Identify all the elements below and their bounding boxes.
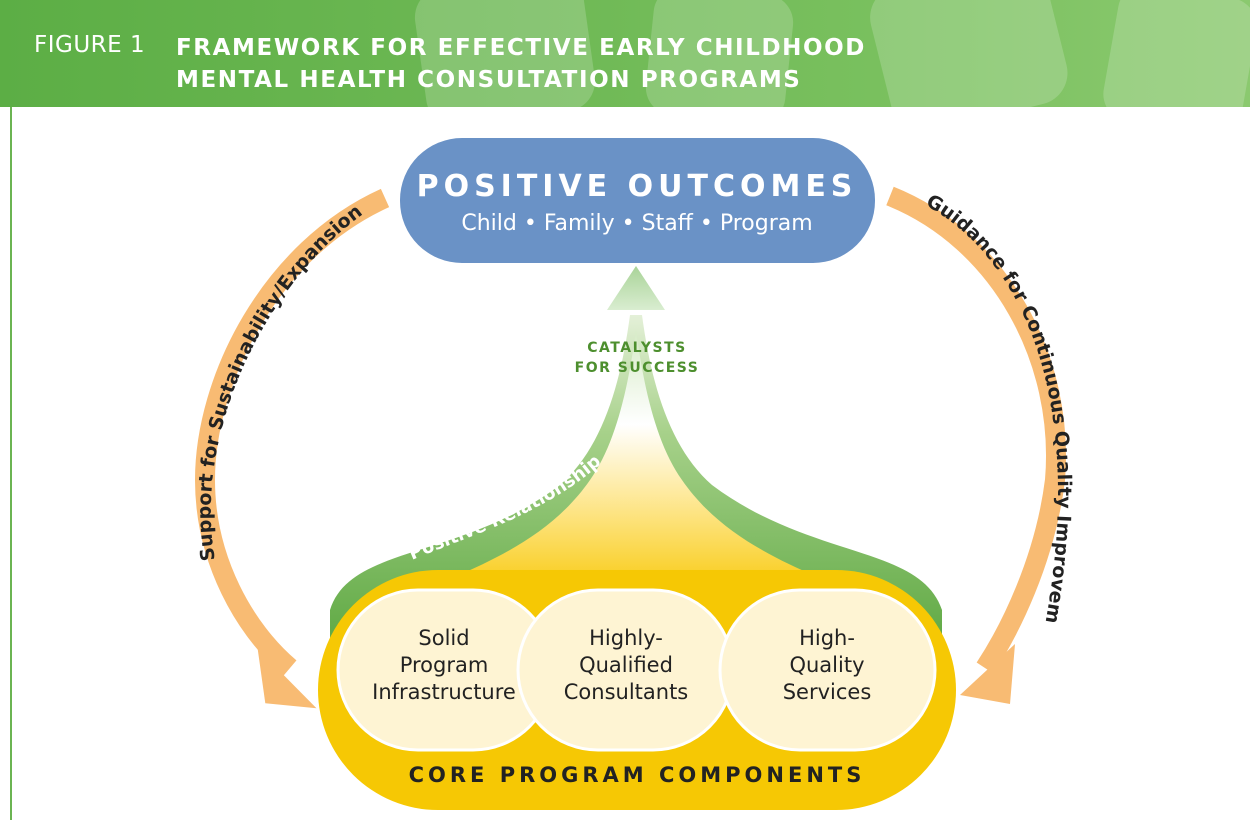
catalyst-left-path: Positive Relationships [0,0,605,565]
outcome-sep: • [700,211,713,236]
component-line: Quality [789,653,864,677]
figure-title-line2: MENTAL HEALTH CONSULTATION PROGRAMS [176,67,802,93]
outcome-sep: • [524,211,537,236]
outcome-program: Program [720,211,813,236]
outcome-staff: Staff [642,211,694,236]
outcomes-items: Child • Family • Staff • Program [461,211,812,236]
outcome-family: Family [544,211,615,236]
right-orange-arrow [886,186,1066,704]
component-line: Services [783,680,872,704]
figure-title: FRAMEWORK FOR EFFECTIVE EARLY CHILDHOOD … [176,32,866,96]
outcomes-title: POSITIVE OUTCOMES [417,169,858,204]
component-services-text: High- Quality Services [783,626,872,704]
figure-title-line1: FRAMEWORK FOR EFFECTIVE EARLY CHILDHOOD [176,35,866,61]
core-program-components-label: CORE PROGRAM COMPONENTS [409,763,866,787]
outcome-child: Child [461,211,517,236]
component-line: Program [400,653,489,677]
component-pills [336,588,937,752]
catalysts-line2: FOR SUCCESS [575,360,700,376]
component-consultants-text: Highly- Qualified Consultants [564,626,689,704]
left-rule [10,107,12,820]
component-line: Highly- [589,626,663,650]
component-line: Consultants [564,680,689,704]
left-arrow-label: Support for Sustainability/Expansion [194,200,367,562]
component-line: Solid [418,626,469,650]
left-arrow-label-path: Support for Sustainability/Expansion [194,200,367,562]
outcome-sep: • [622,211,635,236]
component-line: Infrastructure [372,680,516,704]
component-pill-services [718,588,937,752]
component-line: High- [799,626,855,650]
catalysts-line1: CATALYSTS [587,340,686,356]
catalyst-positive-relationships: Positive Relationships [0,0,605,565]
catalyst-arrow-head [607,266,665,310]
figure-label: FIGURE 1 [34,32,146,58]
catalysts-plume [330,266,942,650]
positive-outcomes-box [400,138,875,263]
left-orange-arrow [194,188,390,709]
header-texture [414,0,1250,107]
component-line: Qualified [579,653,673,677]
component-infrastructure-text: Solid Program Infrastructure [372,626,516,704]
figure-header: FIGURE 1 FRAMEWORK FOR EFFECTIVE EARLY C… [0,0,1250,107]
